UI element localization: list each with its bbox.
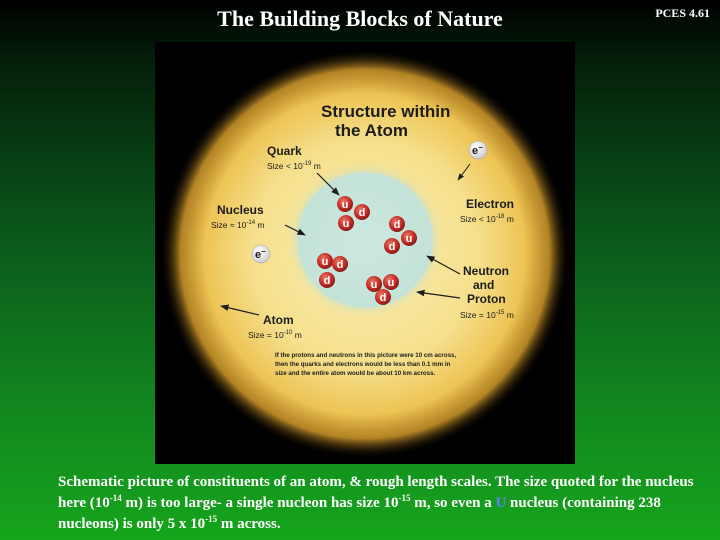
svg-text:u: u <box>342 199 349 211</box>
slide-caption: Schematic picture of constituents of an … <box>58 474 694 532</box>
quark-1 <box>337 196 353 212</box>
atom-pointer <box>220 304 260 316</box>
svg-text:d: d <box>359 207 366 219</box>
electron-label: Electron <box>466 197 514 211</box>
quark-5 <box>401 230 417 246</box>
nucleus-pointer <box>284 224 306 236</box>
svg-text:u: u <box>388 277 395 289</box>
scale-note-line1: If the protons and neutrons in this pict… <box>275 352 456 359</box>
quark-3 <box>338 215 354 231</box>
electron-1-symbol: e− <box>472 143 483 157</box>
neutron-and-label: and <box>473 278 494 292</box>
nucleus-size: Size ≈ 10-14 m <box>211 220 265 230</box>
electron-size: Size < 10-18 m <box>460 214 514 224</box>
quark-8 <box>332 256 348 272</box>
svg-text:d: d <box>394 219 401 231</box>
quark-11 <box>383 274 399 290</box>
quark-size: Size < 10-19 m <box>267 161 321 171</box>
slide-id: PCES 4.61 <box>655 6 710 20</box>
svg-text:d: d <box>389 241 396 253</box>
quark-6 <box>384 238 400 254</box>
neutron-pointer <box>426 255 461 275</box>
uranium-highlight: U <box>495 495 507 511</box>
quark-7 <box>317 253 333 269</box>
scale-note-line2: then the quarks and electrons would be l… <box>275 361 451 368</box>
figure-heading-line1: Structure within <box>321 102 450 121</box>
nucleus-quarks: u d u d u d u d d u u d <box>317 196 417 305</box>
neutron-label: Neutron <box>463 264 509 278</box>
svg-text:d: d <box>337 259 344 271</box>
atom-size: Size = 10-10 m <box>248 330 302 340</box>
quark-2 <box>354 204 370 220</box>
electron-2 <box>251 244 271 264</box>
slide-title: The Building Blocks of Nature <box>217 6 503 31</box>
quark-9 <box>319 272 335 288</box>
atom-label: Atom <box>263 313 294 327</box>
electron-1 <box>468 140 488 160</box>
proton-pointer <box>416 289 461 299</box>
scale-note-line3: size and the entire atom would be about … <box>275 370 436 377</box>
svg-text:d: d <box>324 275 331 287</box>
svg-text:d: d <box>380 292 387 304</box>
svg-text:u: u <box>406 233 413 245</box>
figure-heading-line2: the Atom <box>335 121 408 140</box>
nucleus-label: Nucleus <box>217 203 264 217</box>
quark-pointer <box>316 172 340 196</box>
svg-text:u: u <box>322 256 329 268</box>
svg-text:u: u <box>371 279 378 291</box>
quark-10 <box>366 276 382 292</box>
quark-12 <box>375 289 391 305</box>
svg-text:u: u <box>343 218 350 230</box>
atom-structure-figure: Structure within the Atom Quark Size < 1… <box>155 42 575 464</box>
electron-2-symbol: e− <box>255 247 266 261</box>
proton-label: Proton <box>467 292 506 306</box>
quark-4 <box>389 216 405 232</box>
nucleon-size: Size = 10-15 m <box>460 310 514 320</box>
quark-label: Quark <box>267 144 302 158</box>
